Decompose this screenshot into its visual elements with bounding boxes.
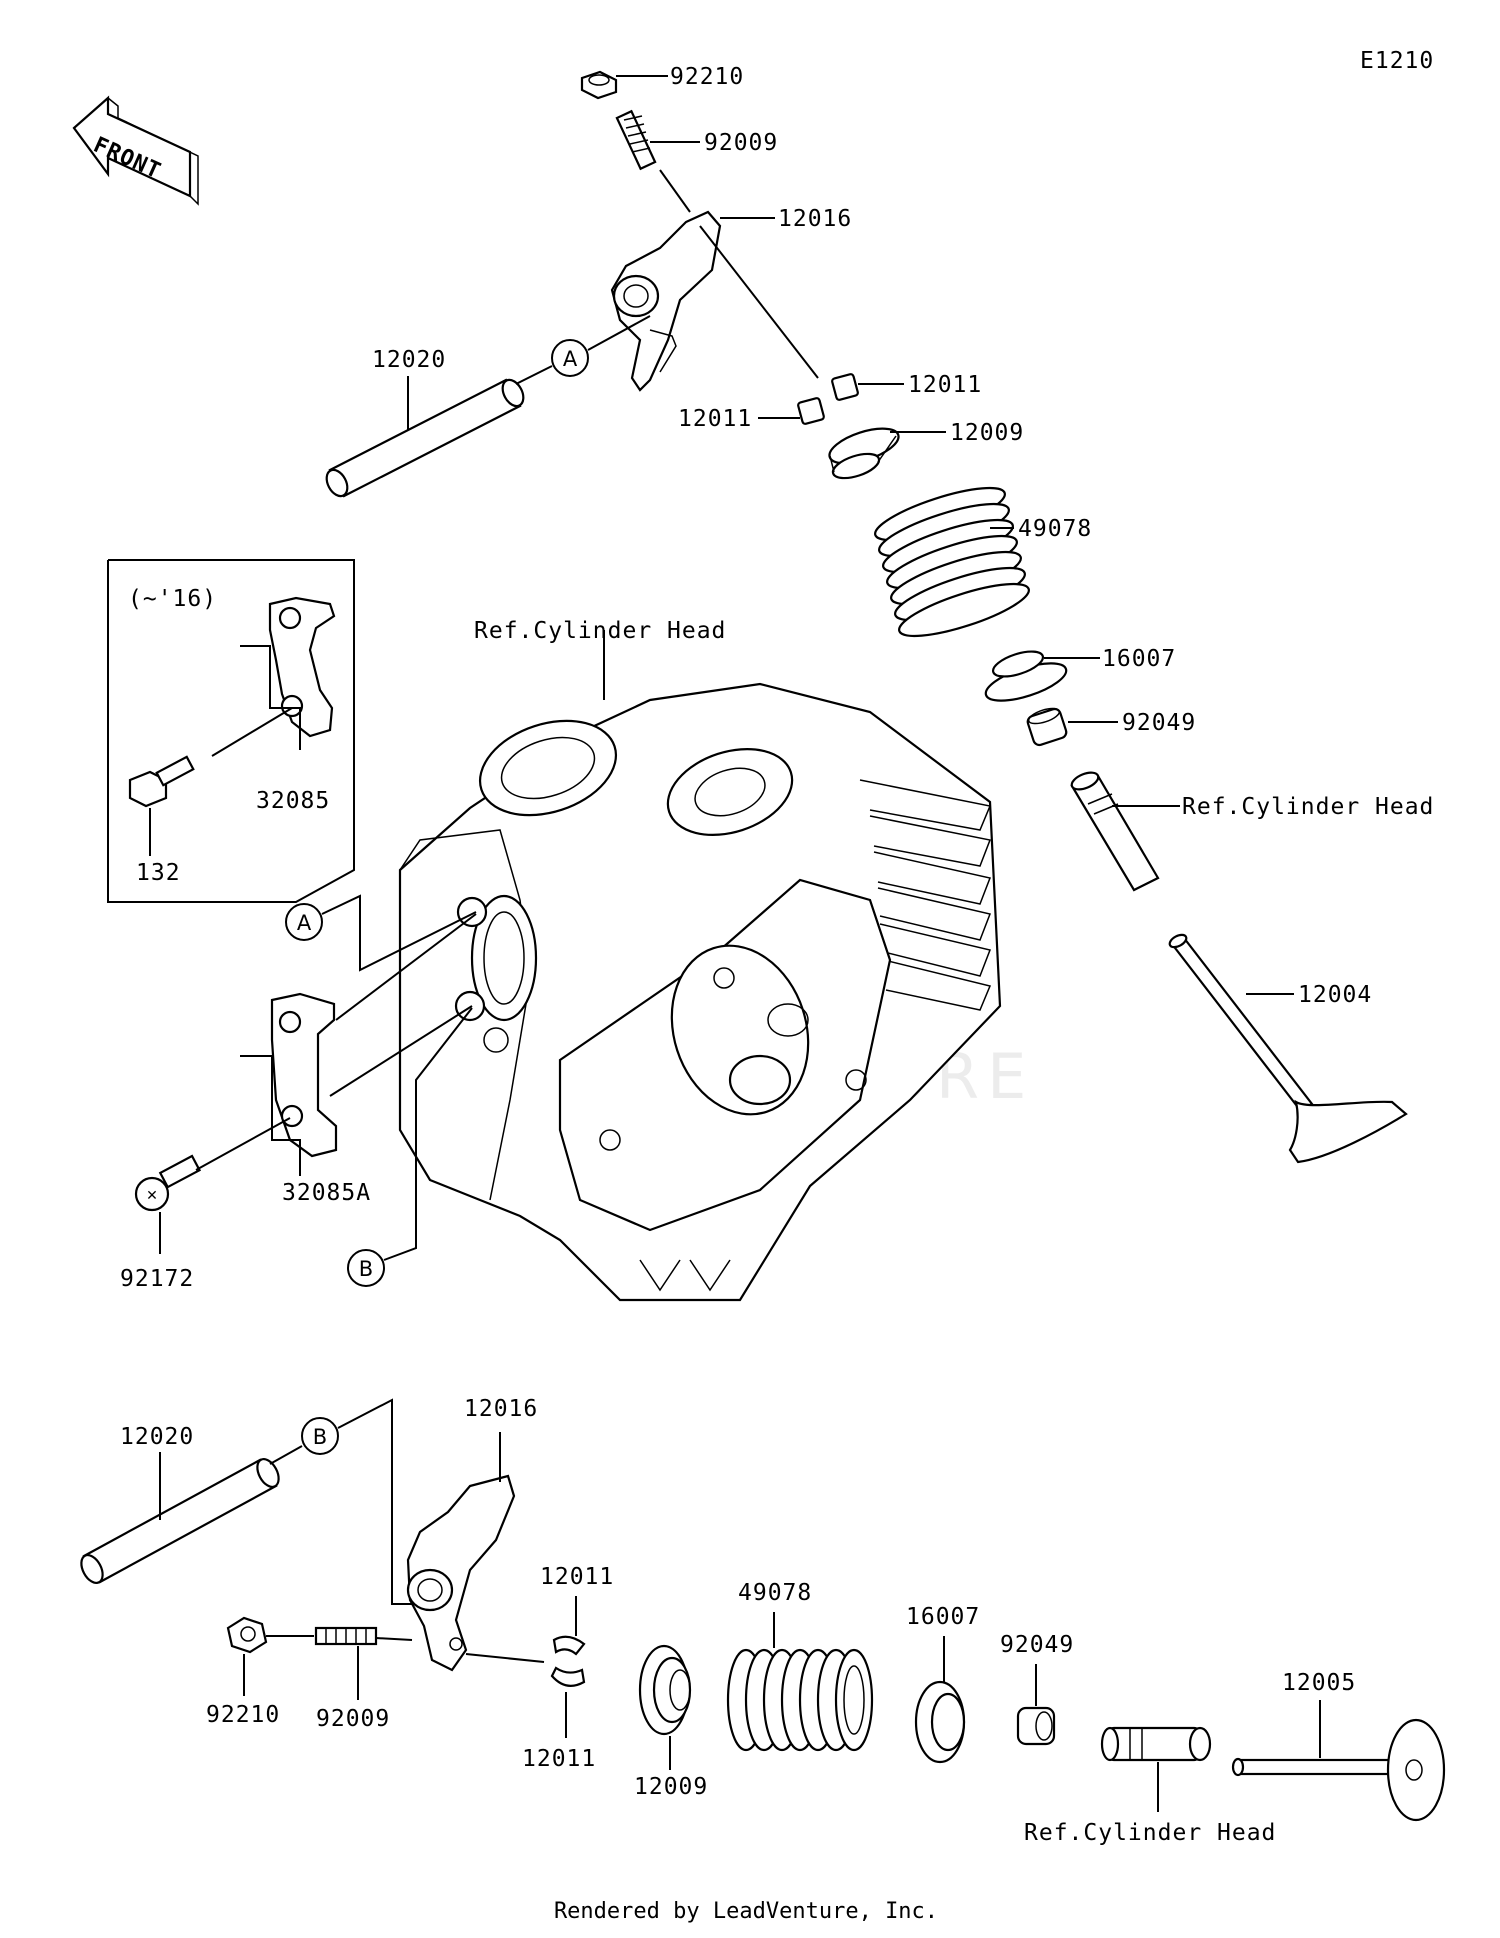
inset-bolt-icon bbox=[128, 755, 195, 808]
front-arrow-icon: FRONT bbox=[72, 95, 199, 206]
label-12020-bottom: 12020 bbox=[120, 1424, 194, 1450]
label-92049-top: 92049 bbox=[1122, 710, 1196, 736]
callout-a-head-text: A bbox=[297, 911, 312, 935]
label-ref-cylinder-head: Ref.Cylinder Head bbox=[474, 618, 726, 644]
label-12011-top-left: 12011 bbox=[678, 406, 752, 432]
valve-guide-top-icon bbox=[1070, 771, 1160, 892]
valve-guide-bottom-icon bbox=[1100, 1726, 1212, 1762]
rocker-arm-top-icon bbox=[610, 210, 722, 392]
diagram-id: E1210 bbox=[1360, 48, 1434, 74]
adjuster-screw-top-icon bbox=[615, 109, 657, 171]
label-16007-top: 16007 bbox=[1102, 646, 1176, 672]
valve-spring-bottom-icon bbox=[726, 1648, 874, 1752]
rocker-shaft-bottom-icon bbox=[80, 1457, 280, 1585]
rocker-shaft-top-icon bbox=[325, 378, 525, 498]
label-92210-top: 92210 bbox=[670, 64, 744, 90]
callout-a-head bbox=[285, 903, 323, 941]
cotter-bottom-lower-icon bbox=[550, 1666, 586, 1687]
label-guide-ref-top: Ref.Cylinder Head bbox=[1182, 794, 1434, 820]
label-12004: 12004 bbox=[1298, 982, 1372, 1008]
nut-top-icon bbox=[580, 70, 618, 100]
label-32085a: 32085A bbox=[282, 1180, 371, 1206]
callout-b-bottom-text: B bbox=[313, 1425, 327, 1449]
inset-note: (~'16) bbox=[128, 586, 217, 612]
label-92009-top: 92009 bbox=[704, 130, 778, 156]
intake-valve-icon bbox=[1168, 933, 1408, 1164]
spring-seat-bottom-icon bbox=[914, 1680, 966, 1764]
callout-b-head-text: B bbox=[359, 1257, 373, 1281]
rocker-arm-bottom-icon bbox=[406, 1474, 516, 1672]
label-12009-top: 12009 bbox=[950, 420, 1024, 446]
label-12011-bottom-bottom: 12011 bbox=[522, 1746, 596, 1772]
cotter-top-right-icon bbox=[831, 373, 859, 401]
label-49078-bottom: 49078 bbox=[738, 1580, 812, 1606]
label-49078-top: 49078 bbox=[1018, 516, 1092, 542]
callout-a-top-text: A bbox=[563, 347, 578, 371]
cotter-bottom-upper-icon bbox=[552, 1635, 586, 1656]
label-12011-top-right: 12011 bbox=[908, 372, 982, 398]
label-92210-bottom: 92210 bbox=[206, 1702, 280, 1728]
screw-92172-icon: ✕ bbox=[134, 1154, 202, 1212]
footer-credit: Rendered by LeadVenture, Inc. bbox=[554, 1899, 938, 1924]
cotter-top-left-icon bbox=[797, 397, 825, 425]
nut-bottom-icon bbox=[226, 1616, 268, 1654]
cylinder-head-icon bbox=[398, 682, 1002, 1302]
stem-seal-bottom-icon bbox=[1016, 1706, 1056, 1746]
valve-spring-top-icon bbox=[874, 486, 1030, 638]
label-12009-bottom: 12009 bbox=[634, 1774, 708, 1800]
retainer-top-icon bbox=[828, 427, 900, 480]
label-132: 132 bbox=[136, 860, 181, 886]
label-12016-bottom: 12016 bbox=[464, 1396, 538, 1422]
callout-b-bottom bbox=[301, 1417, 339, 1455]
label-12016-top: 12016 bbox=[778, 206, 852, 232]
label-32085: 32085 bbox=[256, 788, 330, 814]
inset-box bbox=[107, 559, 355, 903]
exhaust-valve-icon bbox=[1231, 1718, 1446, 1822]
label-guide-ref-bottom: Ref.Cylinder Head bbox=[1024, 1820, 1276, 1846]
label-12005: 12005 bbox=[1282, 1670, 1356, 1696]
label-12020-top: 12020 bbox=[372, 347, 446, 373]
label-92172: 92172 bbox=[120, 1266, 194, 1292]
label-16007-bottom: 16007 bbox=[906, 1604, 980, 1630]
retainer-bottom-icon bbox=[638, 1644, 692, 1736]
adjuster-screw-bottom-icon bbox=[314, 1626, 378, 1646]
spring-seat-top-icon bbox=[984, 650, 1068, 702]
label-92049-bottom: 92049 bbox=[1000, 1632, 1074, 1658]
label-92009-bottom: 92009 bbox=[316, 1706, 390, 1732]
label-12011-bottom-top: 12011 bbox=[540, 1564, 614, 1590]
callout-b-head bbox=[347, 1249, 385, 1287]
plate-32085a-icon bbox=[270, 992, 338, 1158]
svg-text:✕: ✕ bbox=[146, 1188, 158, 1204]
stem-seal-top-icon bbox=[1026, 707, 1068, 747]
callout-a-top bbox=[551, 339, 589, 377]
